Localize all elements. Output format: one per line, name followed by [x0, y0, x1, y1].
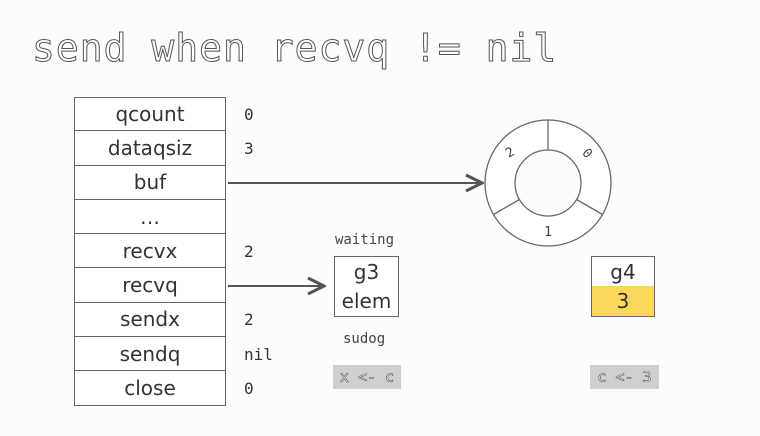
waiting-label: waiting	[335, 232, 395, 248]
field-close: close	[74, 371, 226, 406]
field-sendq: sendq	[74, 337, 226, 372]
hchan-struct: qcount dataqsiz buf … recvx recvq sendx …	[74, 97, 226, 406]
sender-goroutine: g4	[591, 256, 655, 287]
field-sendx: sendx	[74, 302, 226, 338]
sudog-label: sudog	[343, 331, 386, 347]
value-qcount: 0	[244, 104, 254, 124]
field-recvx: recvx	[74, 234, 226, 269]
send-op-tag: c <- 3	[590, 365, 659, 389]
sudog-goroutine: g3	[334, 256, 399, 287]
value-close: 0	[244, 379, 254, 399]
hchan-values: 0 3 2 2 nil 0	[244, 97, 273, 406]
field-qcount: qcount	[74, 97, 226, 132]
field-ellipsis: …	[74, 199, 226, 235]
value-sendq: nil	[244, 344, 273, 364]
value-recvx: 2	[244, 241, 254, 261]
ring-buffer: 0 1 2	[484, 119, 612, 247]
sudog-elem: elem	[334, 286, 399, 317]
field-dataqsiz: dataqsiz	[74, 131, 226, 166]
field-recvq: recvq	[74, 268, 226, 303]
receive-op-tag: x <- c	[333, 365, 401, 389]
page-title: send when recvq != nil	[31, 26, 558, 71]
field-buf: buf	[74, 165, 226, 200]
value-sendx: 2	[244, 310, 254, 330]
value-dataqsiz: 3	[244, 138, 254, 158]
sender-value: 3	[591, 286, 655, 317]
ring-slot-1: 1	[544, 225, 552, 240]
